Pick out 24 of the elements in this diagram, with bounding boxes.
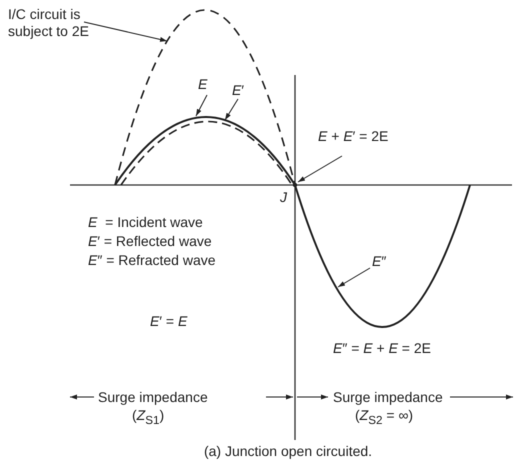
annotation-text: I/C circuit is subject to 2E	[8, 6, 118, 40]
annotation-text: E′	[232, 82, 244, 99]
annotation-text: E″	[372, 253, 386, 270]
junction-label: J	[280, 189, 287, 206]
dimension-label: (Z$_{S1}$)	[132, 407, 164, 429]
symbol-definition: E″ = Refracted wave	[88, 252, 216, 269]
annotation-text: E	[198, 76, 208, 93]
symbol-definition: E′ = Reflected wave	[88, 233, 212, 250]
leader-line	[84, 22, 168, 42]
wave-curve	[294, 184, 471, 328]
equation-text: E′ = E	[150, 313, 188, 330]
dimension-label: Surge impedance	[333, 389, 443, 406]
leader-line	[298, 156, 342, 182]
symbol-definition: E = Incident wave	[88, 214, 203, 231]
dimension-label: (Z$_{S2}$ = ∞)	[355, 407, 414, 429]
leader-line	[224, 98, 238, 120]
leader-line	[196, 94, 208, 116]
leader-line	[338, 268, 370, 288]
annotation-text: E + E′ = 2E	[318, 128, 388, 145]
dimension-label: Surge impedance	[98, 389, 208, 406]
wave-curve	[114, 10, 296, 186]
caption: (a) Junction open circuited.	[202, 443, 374, 460]
equation-text: E″ = E + E = 2E	[333, 340, 432, 357]
junction-point	[292, 182, 298, 188]
